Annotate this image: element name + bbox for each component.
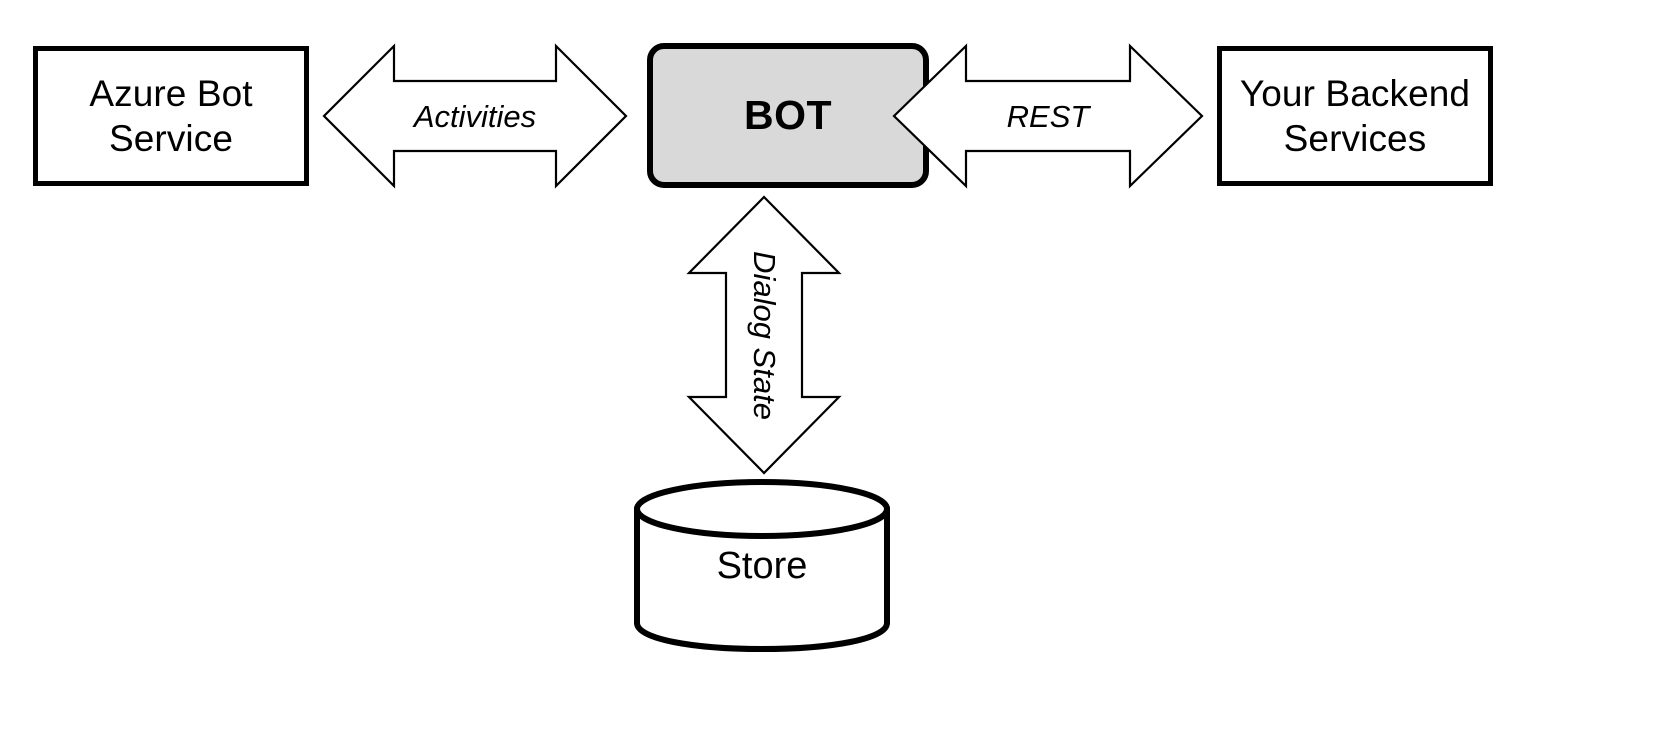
node-store[interactable] <box>633 478 891 653</box>
connector-dialog-state-arrow[interactable] <box>686 195 842 475</box>
connector-rest-label-wrap: REST <box>894 45 1202 187</box>
connector-activities-arrow[interactable] <box>322 43 628 189</box>
node-backend-services-label-line2: Services <box>1283 118 1427 159</box>
cylinder-database-icon <box>634 479 890 652</box>
node-azure-bot-service[interactable]: Azure Bot Service <box>33 46 309 186</box>
node-bot[interactable]: BOT <box>647 43 929 188</box>
double-headed-arrow-horizontal-icon <box>892 43 1204 189</box>
node-azure-bot-service-label: Azure Bot Service <box>89 71 252 161</box>
node-azure-bot-service-label-line2: Service <box>108 118 234 159</box>
node-backend-services-label-line1: Your Backend <box>1239 72 1471 114</box>
connector-activities-label: Activities <box>413 98 537 134</box>
node-bot-label: BOT <box>743 92 833 138</box>
double-headed-arrow-vertical-icon <box>686 195 842 475</box>
connector-activities-label-wrap: Activities <box>324 45 626 187</box>
double-headed-arrow-horizontal-icon <box>322 43 628 189</box>
connector-dialog-state-label-wrap: Dialog State <box>688 197 840 473</box>
node-backend-services[interactable]: Your Backend Services <box>1217 46 1493 186</box>
node-azure-bot-service-label-line1: Azure Bot <box>89 72 253 114</box>
connector-rest-label: REST <box>1006 98 1090 134</box>
node-backend-services-label: Your Backend Services <box>1240 71 1470 161</box>
connector-rest-arrow[interactable] <box>892 43 1204 189</box>
node-store-label: Store <box>716 545 808 587</box>
connector-dialog-state-label: Dialog State <box>746 250 782 420</box>
